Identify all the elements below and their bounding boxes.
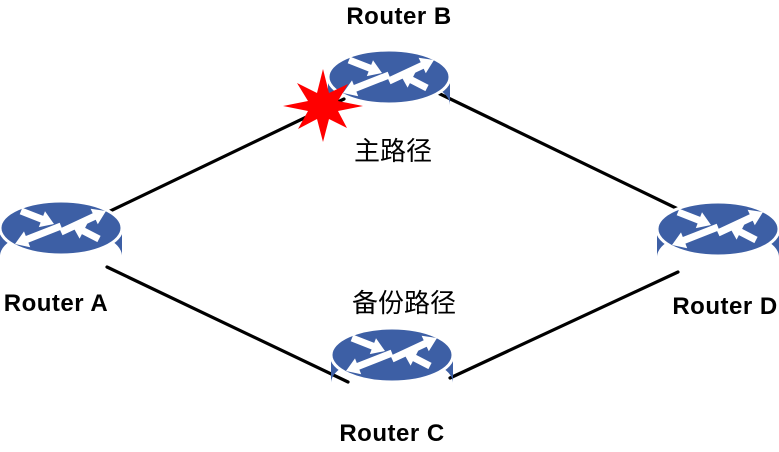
router-c-label: Router C — [339, 420, 445, 447]
router-c-icon — [329, 326, 455, 385]
router-a-icon — [0, 199, 124, 258]
link-c-d — [448, 270, 680, 380]
router-d-icon — [655, 200, 779, 259]
primary-path-label: 主路径 — [353, 137, 433, 167]
router-b-icon — [326, 48, 452, 107]
routers — [0, 48, 779, 385]
explosion-burst-icon — [283, 69, 363, 142]
router-d-label: Router D — [672, 293, 778, 320]
backup-path-label: 备份路径 — [351, 289, 457, 319]
link-b-d — [436, 91, 682, 212]
router-a-label: Router A — [3, 290, 109, 317]
router-b-label: Router B — [346, 3, 452, 30]
link-a-c — [105, 265, 350, 384]
links — [102, 91, 682, 384]
link-a-b — [102, 97, 346, 216]
